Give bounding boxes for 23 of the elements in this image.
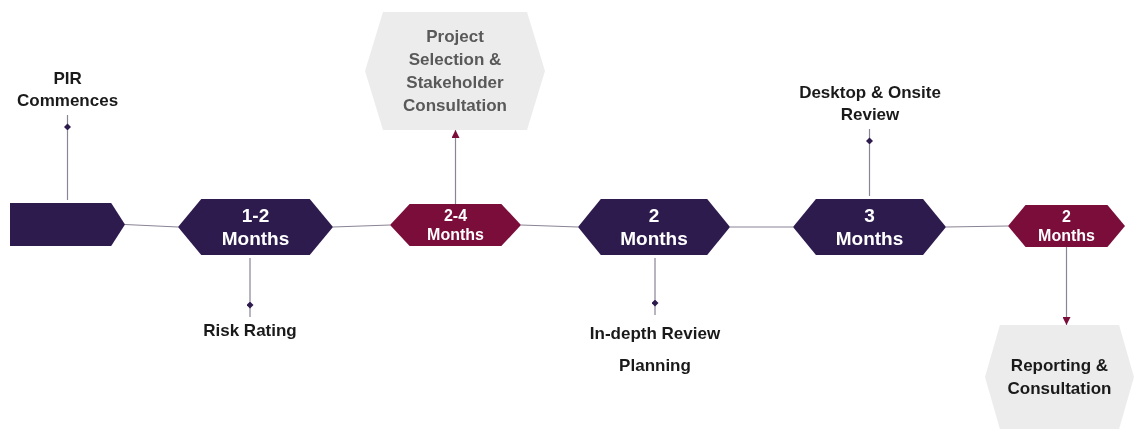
leader-line [1062,246,1071,326]
duration-label: 2-4 Months [427,206,484,244]
timeline-line [945,225,1009,228]
duration-label: 3 Months [835,204,904,250]
milestone-label: Risk Rating [190,320,310,342]
start-bar [10,203,125,246]
timeline-line [729,226,794,228]
duration-label: 2 Months [1038,207,1095,245]
timeline-line [124,223,179,228]
duration-label: 2 Months [620,204,688,250]
stage-label: Reporting & Consultation [1006,355,1113,400]
leader-line [866,128,873,197]
leader-line [64,114,71,201]
milestone-label: Desktop & Onsite Review [787,82,953,126]
timeline-line [520,224,579,228]
timeline-line [332,224,391,228]
stage-label: Project Selection & Stakeholder Consultation [402,26,508,117]
leader-line [451,129,460,205]
milestone-label: PIR Commences [17,68,119,112]
leader-line [651,257,659,316]
milestone-label: In-depth Review Planning [580,318,730,382]
leader-line [246,257,254,318]
duration-label: 1-2 Months [221,204,290,250]
